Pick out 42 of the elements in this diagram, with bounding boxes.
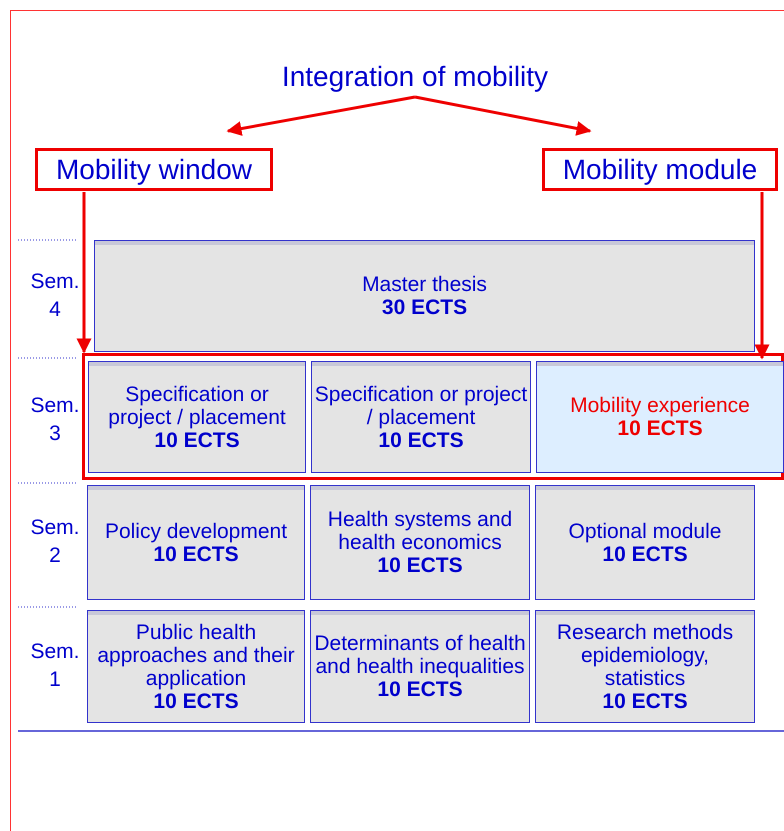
course-block [536, 361, 784, 473]
course-title: Research methods epidemiology, statistics [556, 620, 734, 690]
course-title: Mobility experience [570, 394, 750, 417]
course-title: Specification or project / placement [107, 382, 287, 428]
credit-label: 10 ECTS [378, 428, 464, 452]
course-title: Specification or project / placement [314, 382, 528, 428]
course-block [310, 610, 530, 723]
semester-label: Sem. 4 [29, 269, 80, 323]
highlight-frame [82, 353, 784, 480]
heading-text: Integration of mobility [240, 58, 590, 96]
credit-label: 10 ECTS [602, 542, 688, 566]
semester-label: Sem. 1 [29, 639, 80, 693]
window-tag: Mobility window [35, 148, 273, 191]
arrow [754, 192, 770, 360]
course-block [310, 485, 530, 600]
semester-label: Sem. 2 [29, 515, 80, 569]
course-block [535, 610, 755, 723]
course-title: Determinants of health and health inequalities [313, 632, 527, 678]
course-title: Master thesis [362, 273, 487, 296]
arrow [76, 192, 92, 354]
credit-label: 10 ECTS [154, 428, 240, 452]
module-tag: Mobility module [542, 148, 778, 191]
course-title: Policy development [104, 520, 288, 542]
semester-label: Sem. 3 [29, 393, 80, 447]
course-title: Health systems and health economics [326, 508, 514, 554]
credit-label: 10 ECTS [377, 678, 463, 701]
credit-label: 10 ECTS [153, 690, 239, 712]
credit-label: 10 ECTS [377, 554, 463, 577]
course-block [535, 485, 755, 600]
arrow [226, 96, 416, 136]
course-block [88, 361, 306, 473]
course-title: Public health approaches and their application [96, 620, 296, 690]
arrow [414, 96, 592, 136]
credit-label: 10 ECTS [602, 690, 688, 712]
credit-label: 30 ECTS [382, 296, 468, 319]
course-block [87, 485, 305, 600]
course-block [311, 361, 531, 473]
course-block [87, 610, 305, 723]
credit-label: 10 ECTS [153, 542, 239, 566]
course-title: Optional module [568, 520, 722, 542]
course-block [94, 240, 755, 352]
credit-label: 10 ECTS [617, 417, 703, 440]
